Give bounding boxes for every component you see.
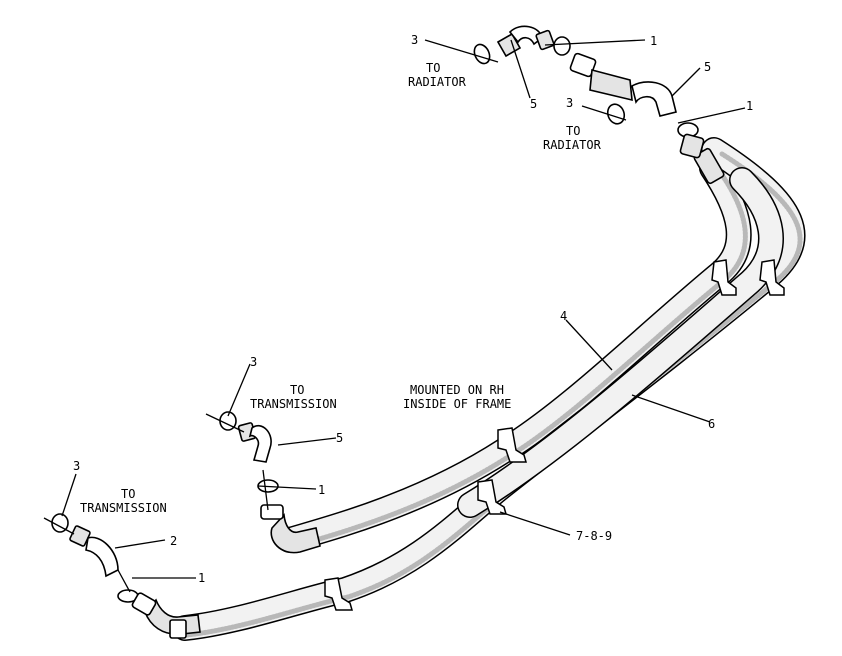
- callout-3-right-radiator: 3: [566, 96, 573, 110]
- callout-5-top-small: 5: [530, 97, 537, 111]
- mounted-note-line1: MOUNTED ON RH: [410, 383, 504, 397]
- callout-5-top-right: 5: [704, 60, 711, 74]
- to-radiator-upper-line2: RADIATOR: [408, 75, 467, 89]
- callout-numbers: 3 1 5 5 3 1 4 6 3 5 1 3 2 1 7-8-9: [73, 33, 753, 585]
- callout-7-8-9: 7-8-9: [576, 529, 612, 543]
- callout-1-top: 1: [650, 34, 657, 48]
- to-transmission-lower-line1: TO: [121, 487, 135, 501]
- hose-4-inner: [457, 167, 784, 518]
- to-transmission-mid-line1: TO: [290, 383, 304, 397]
- to-radiator-lower-line1: TO: [566, 124, 580, 138]
- mounted-note-line2: INSIDE OF FRAME: [403, 397, 511, 411]
- hose-end-fittings: [144, 147, 725, 639]
- callout-1-bottom: 1: [198, 571, 205, 585]
- callout-3-mid: 3: [250, 355, 257, 369]
- callout-1-mid: 1: [318, 483, 325, 497]
- callout-4: 4: [560, 309, 567, 323]
- callout-6: 6: [708, 417, 715, 431]
- callout-1-right: 1: [746, 99, 753, 113]
- callout-5-mid: 5: [336, 431, 343, 445]
- callout-3-top-left: 3: [411, 33, 418, 47]
- to-transmission-lower-line2: TRANSMISSION: [80, 501, 167, 515]
- to-radiator-lower-line2: RADIATOR: [543, 138, 602, 152]
- callout-3-bottom-left: 3: [73, 459, 80, 473]
- annotation-labels: TO RADIATOR TO RADIATOR TO TRANSMISSION …: [80, 61, 602, 515]
- radiator-fitting-group-lower: [606, 81, 705, 159]
- to-transmission-mid-line2: TRANSMISSION: [250, 397, 337, 411]
- to-radiator-upper-line1: TO: [426, 61, 440, 75]
- transmission-fitting-group-mid: [219, 411, 279, 493]
- hose-4: [277, 155, 752, 553]
- transmission-fitting-group-lower: [51, 513, 157, 616]
- callout-2: 2: [170, 534, 177, 548]
- leader-lines: [43, 39, 746, 593]
- radiator-fitting-group-upper: [473, 25, 633, 102]
